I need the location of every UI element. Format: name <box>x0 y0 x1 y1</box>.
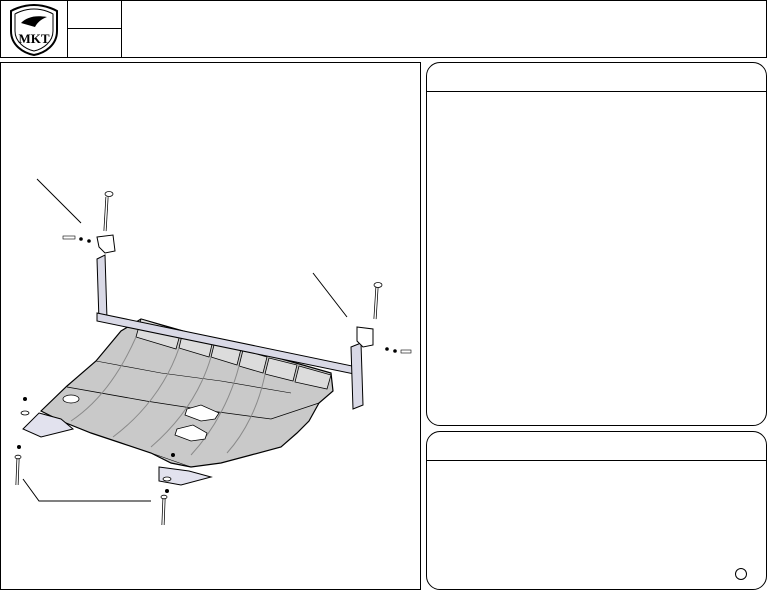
title-block: MKT <box>0 0 767 58</box>
bolt-left <box>14 397 30 486</box>
code-cell-top <box>67 1 122 29</box>
exploded-view <box>14 178 412 526</box>
parts-list-panel <box>426 62 767 426</box>
crossbar-bracket <box>96 254 364 410</box>
tools-panel <box>426 431 767 590</box>
skid-plate <box>22 318 334 486</box>
mounting-bracket-right <box>356 282 412 354</box>
tools-panel-header <box>427 432 766 461</box>
assembly-drawing <box>0 62 421 590</box>
logo-cell: MKT <box>1 1 68 57</box>
shield-crest-icon: MKT <box>10 3 58 57</box>
mounting-bracket-left <box>62 191 116 254</box>
leader-line-bottom <box>22 478 151 502</box>
code-cell-bottom <box>67 29 122 57</box>
leader-line-right <box>312 272 348 318</box>
parts-list-header <box>427 63 766 92</box>
title-cell <box>122 1 766 57</box>
leader-line-left <box>36 178 82 224</box>
logo-lettering: MKT <box>18 31 49 46</box>
bolt-bottom <box>160 453 175 526</box>
circle-marker-icon <box>735 568 747 580</box>
